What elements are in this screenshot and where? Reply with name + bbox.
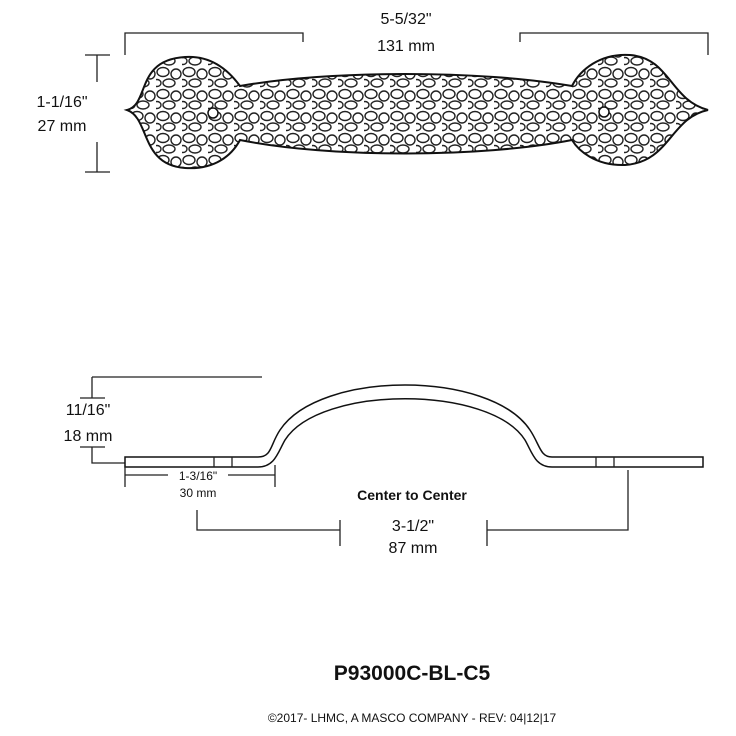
handle-side-profile (124, 384, 704, 468)
center-to-center-label: Center to Center (357, 487, 467, 503)
projection-in: 11/16" (66, 402, 111, 419)
foot-dimension (124, 465, 276, 487)
projection-dimension (80, 376, 262, 464)
length-mm: 131 mm (377, 38, 435, 55)
height-in: 1-1/16" (36, 94, 87, 111)
foot-in: 1-3/16" (179, 469, 217, 483)
length-dimension-right (519, 32, 709, 55)
length-dimension-left (124, 32, 304, 55)
center-mm: 87 mm (389, 540, 438, 557)
top-view: 5-5/32" 131 mm 1-1/16" 27 mm (36, 11, 709, 173)
height-mm: 27 mm (38, 118, 87, 135)
length-in: 5-5/32" (380, 11, 431, 28)
projection-mm: 18 mm (64, 428, 113, 445)
copyright: ©2017- LHMC, A MASCO COMPANY - REV: 04|1… (268, 711, 557, 725)
height-dimension (85, 54, 110, 173)
handle-top-outline (126, 53, 709, 170)
foot-mm: 30 mm (180, 486, 217, 500)
side-view: 11/16" 18 mm 1-3/16" 30 mm Center to Cen… (64, 376, 704, 557)
center-in: 3-1/2" (392, 518, 434, 535)
screw-hole-right (598, 106, 610, 118)
center-dimension (196, 470, 629, 546)
mounting-marks (213, 457, 615, 467)
screw-hole-left (207, 107, 219, 119)
part-number: P93000C-BL-C5 (334, 662, 491, 685)
